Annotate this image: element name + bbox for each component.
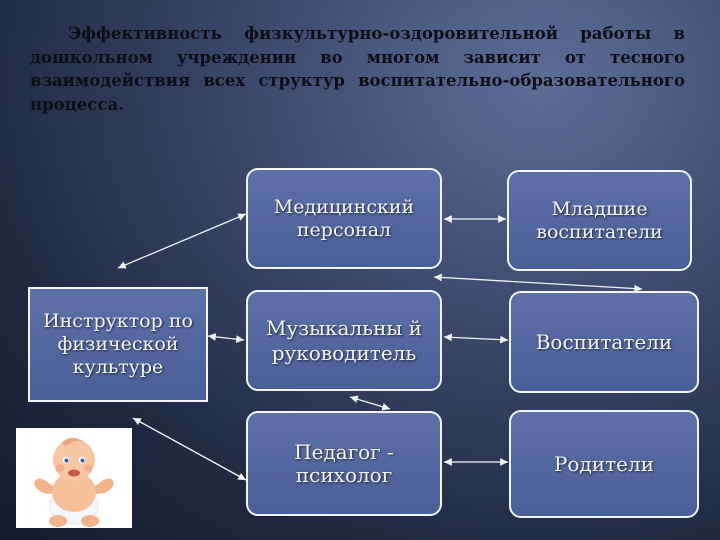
intro-paragraph: Эффективность физкультурно-оздоровительн… — [30, 24, 685, 114]
node-pe-instructor: Инструктор по физической культуре — [28, 287, 208, 402]
arrow-music-psychologist — [349, 395, 391, 411]
arrow-instructor-music — [207, 332, 245, 344]
node-psychologist: Педагог - психолог — [246, 411, 442, 516]
node-parents: Родители — [509, 410, 699, 518]
arrow-music-educators — [443, 333, 509, 344]
node-medical-staff: Медицинский персонал — [246, 168, 442, 269]
arrow-junior-music — [433, 273, 643, 293]
node-educators: Воспитатели — [509, 291, 699, 393]
node-junior-educators: Младшие воспитатели — [507, 170, 692, 271]
baby-picture — [16, 428, 132, 528]
node-music-director: Музыкальны й руководитель — [246, 290, 442, 391]
arrow-medical-instructor — [117, 213, 247, 269]
arrow-instructor-psychologist — [132, 417, 247, 481]
